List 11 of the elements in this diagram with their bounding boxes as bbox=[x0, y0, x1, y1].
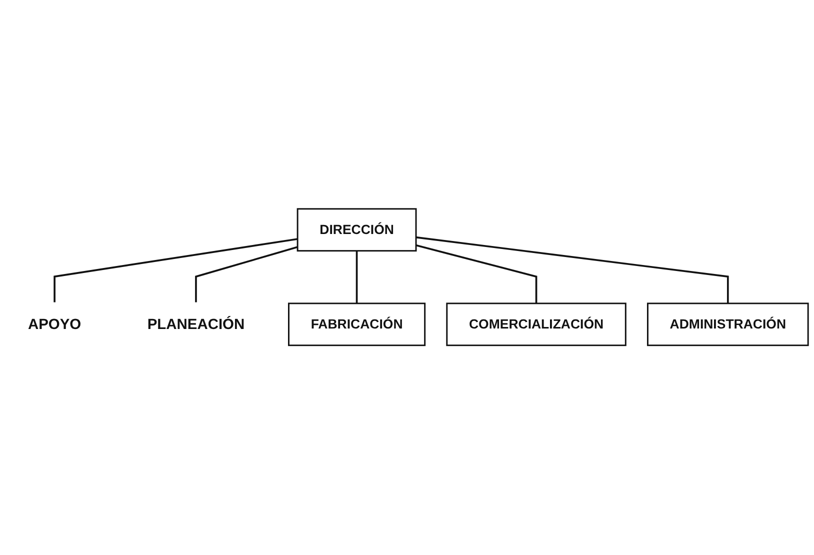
node-box: ADMINISTRACIÓN bbox=[646, 302, 809, 346]
connector bbox=[195, 246, 298, 302]
node-text: APOYO bbox=[28, 316, 82, 332]
node-box: COMERCIALIZACIÓN bbox=[446, 302, 626, 346]
node-text: PLANEACIÓN bbox=[147, 316, 245, 332]
connector bbox=[54, 238, 298, 302]
connector bbox=[416, 244, 538, 304]
connector bbox=[416, 236, 729, 304]
connector bbox=[356, 250, 358, 304]
node-box: FABRICACIÓN bbox=[288, 302, 426, 346]
node-box: DIRECCIÓN bbox=[296, 208, 417, 252]
